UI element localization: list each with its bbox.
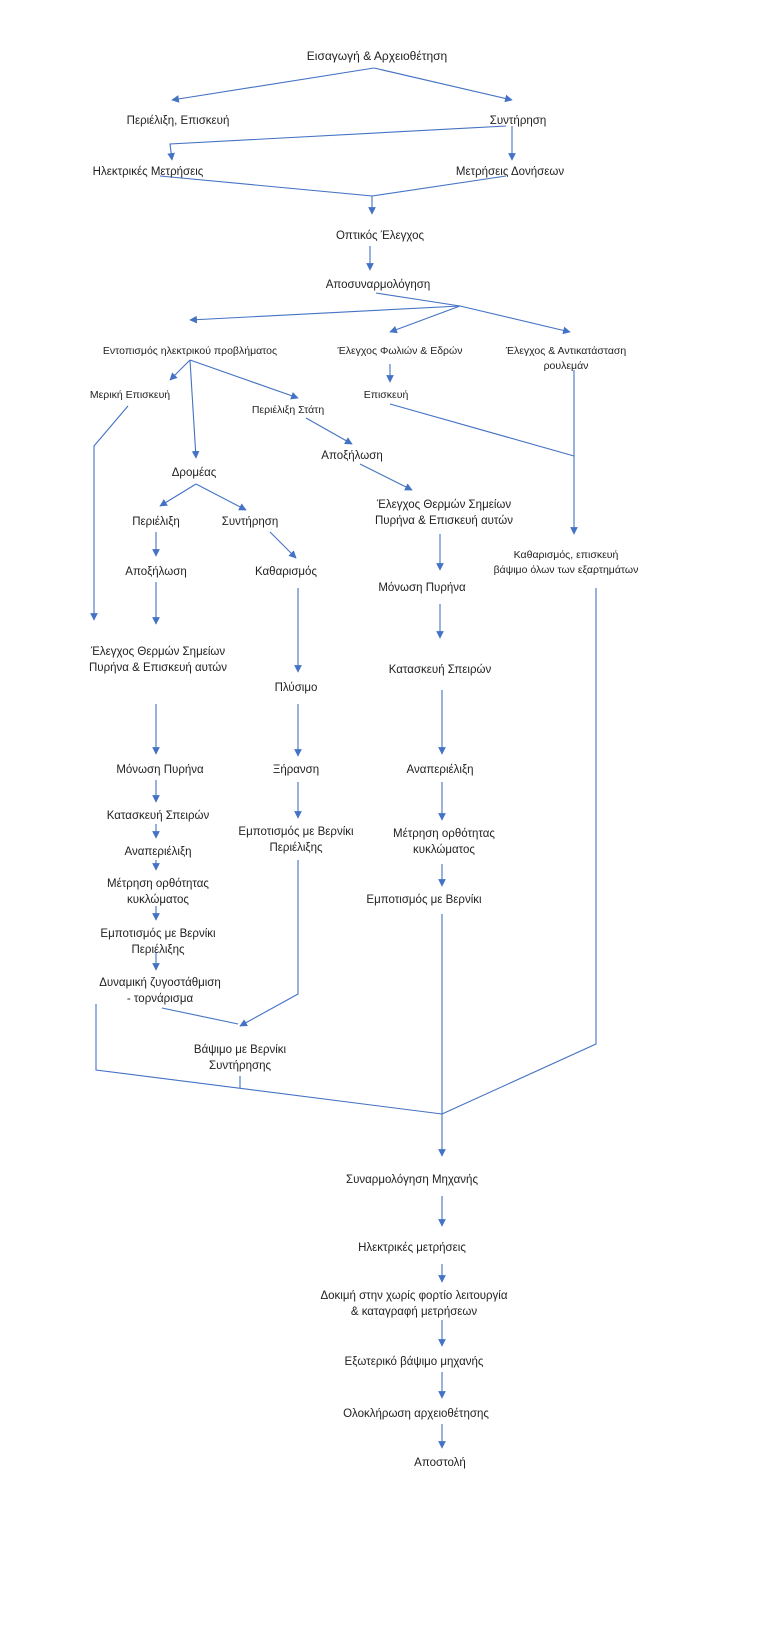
node-stator-rewind: Αναπεριέλιξη [406,764,474,776]
node-rotor-hotspot-check: Έλεγχος Θερμών Σημείων Πυρήνα & Επισκευή… [88,646,228,674]
node-stator-coil-making: Κατασκευή Σπειρών [388,664,492,676]
node-rewinding-repair: Περιέλιξη, Επισκευή [126,115,230,127]
node-machine-assembly: Συναρμολόγηση Μηχανής [346,1174,478,1186]
connector-41 [95,1004,443,1115]
node-electrical-measurements: Ηλεκτρικές Μετρήσεις [92,166,204,178]
node-disassembly: Αποσυναρμολόγηση [325,279,431,291]
node-rotor-rewinding: Περιέλιξη [132,516,180,528]
connector-24 [269,531,297,559]
node-bearing-check-replace: Έλεγχος & Αντικατάσταση ρουλεμάν [505,345,627,372]
connector-6 [371,175,507,197]
connector-3 [167,125,507,161]
node-rotor-maintenance: Συντήρηση [221,516,279,528]
node-rotor-core-insulation: Μόνωση Πυρήνα [116,764,204,776]
node-stator-rewinding: Περιέλιξη Στάτη [251,404,325,416]
connector-5 [159,175,376,215]
node-parts-clean-repair-paint: Καθαρισμός, επισκευή βάψιμο όλων των εξα… [493,549,639,576]
node-stator-core-insulation: Μόνωση Πυρήνα [378,582,466,594]
node-maintenance-varnish-painting: Βάψιμο με Βερνίκι Συντήρησης [193,1044,287,1072]
connector-10 [459,305,571,335]
connector-11 [169,359,191,381]
connector-8 [189,292,461,324]
node-rotor-stripping: Αποξήλωση [125,566,187,578]
connector-39 [239,860,299,1027]
node-stator-stripping: Αποξήλωση [321,450,383,462]
node-no-load-test: Δοκιμή στην χωρίς φορτίο λειτουργία & κα… [320,1290,508,1318]
connector-18 [305,417,353,445]
connector-12 [189,359,200,459]
node-shipment: Αποστολή [414,1457,466,1469]
connector-21 [195,483,247,511]
node-stator-varnish-impregnation: Εμποτισμός με Βερνίκι [366,894,482,906]
node-rotor-circuit-check: Μέτρηση ορθότητας κυκλώματος [107,878,209,906]
connector-44 [441,588,597,1115]
node-rotor-varnish-impregnation: Εμποτισμός με Βερνίκι Περιέλιξης [100,928,216,956]
connector-2 [373,67,513,103]
connector-9 [389,305,461,334]
node-slots-seats-check: Έλεγχος Φωλιών & Εδρών [337,345,463,357]
node-repair: Επισκευή [363,389,409,401]
node-final-electrical-measurements: Ηλεκτρικές μετρήσεις [358,1242,466,1254]
node-stator-circuit-check: Μέτρηση ορθότητας κυκλώματος [393,828,495,856]
node-maintenance: Συντήρηση [489,115,547,127]
connector-17 [90,405,129,621]
connector-13 [189,359,299,400]
node-rotor: Δρομέας [171,467,217,479]
node-vibration-measurements: Μετρήσεις Δονήσεων [455,166,565,178]
connector-1 [171,67,375,103]
node-visual-inspection: Οπτικός Έλεγχος [335,230,425,242]
node-intake-archiving: Εισαγωγή & Αρχειοθέτηση [306,49,448,63]
node-stator-hotspot-check: Έλεγχος Θερμών Σημείων Πυρήνα & Επισκευή… [374,499,514,527]
node-rotor-rewind: Αναπεριέλιξη [124,846,192,858]
connector-19 [359,463,413,491]
node-drying: Ξήρανση [272,764,320,776]
node-archiving-complete: Ολοκλήρωση αρχειοθέτησης [343,1408,489,1420]
node-partial-repair: Μερική Επισκευή [89,389,171,401]
node-external-painting: Εξωτερικό βάψιμο μηχανής [344,1356,484,1368]
node-electrical-fault-detection: Εντοπισμός ηλεκτρικού προβλήματος [102,345,278,357]
node-cleaning: Καθαρισμός [255,566,317,578]
connector-15 [389,403,575,457]
node-rotor-coil-making: Κατασκευή Σπειρών [106,810,210,822]
connector-20 [159,483,197,507]
node-maintenance-varnish-impregnation: Εμποτισμός με Βερνίκι Περιέλιξης [238,826,354,854]
node-dynamic-balancing: Δυναμική ζυγοστάθμιση - τορνάρισμα [99,977,221,1005]
connector-40 [161,1007,239,1025]
node-washing: Πλύσιμο [274,682,318,694]
